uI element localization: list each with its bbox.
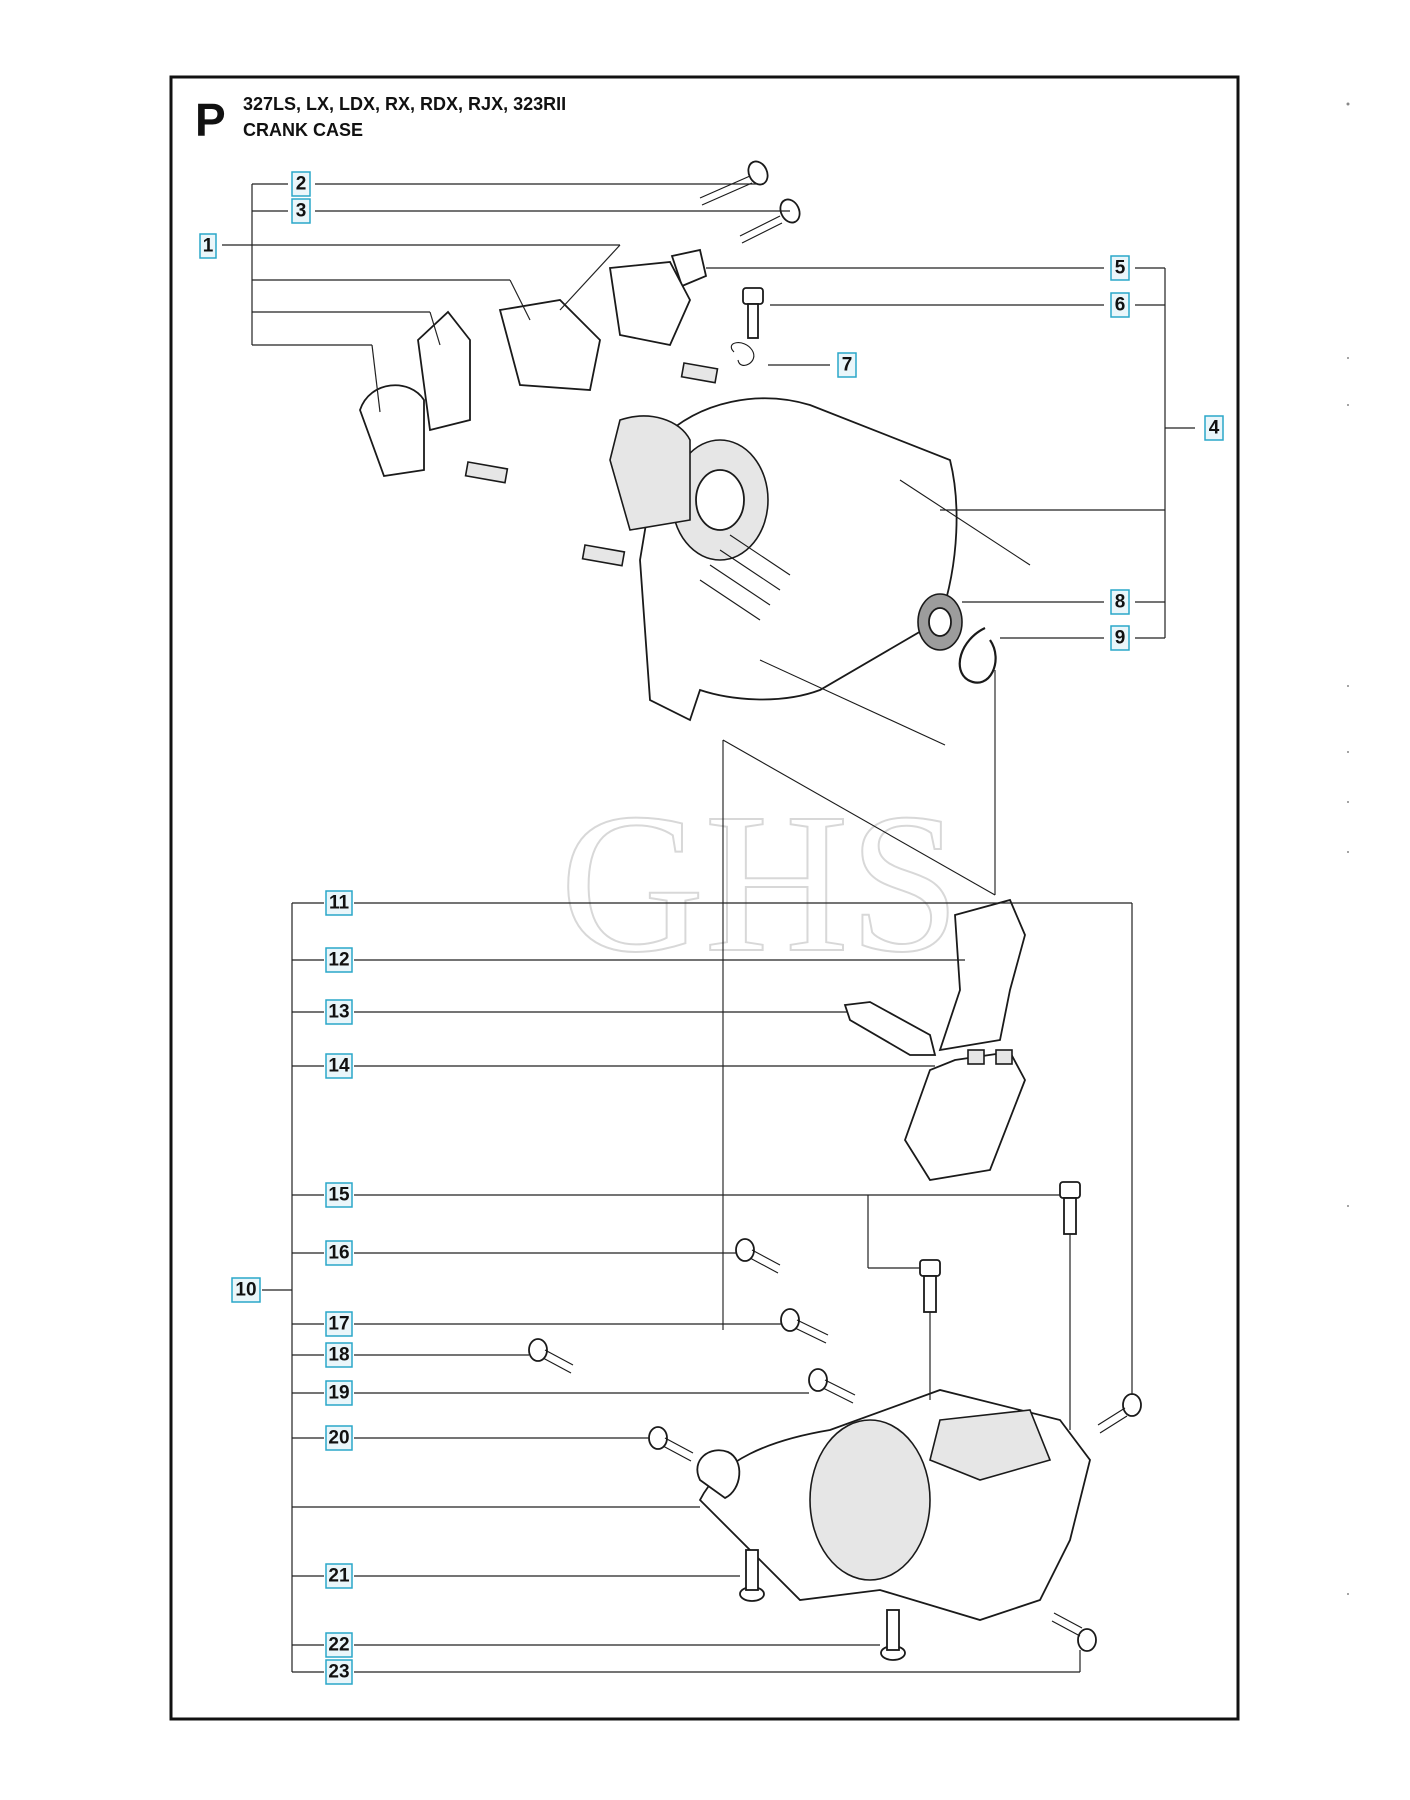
model-list: 327LS, LX, LDX, RX, RDX, RJX, 323RII — [243, 94, 566, 114]
svg-text:8: 8 — [1115, 592, 1126, 613]
svg-text:16: 16 — [328, 1243, 349, 1264]
svg-text:13: 13 — [328, 1002, 349, 1023]
leader-lines — [222, 183, 1195, 1673]
callout-11[interactable]: 11 — [325, 890, 353, 916]
callout-2[interactable]: 2 — [291, 171, 311, 197]
shell-14-drawing — [904, 1051, 1026, 1181]
callout-8[interactable]: 8 — [1110, 589, 1130, 615]
watermark-logo: GHS — [560, 773, 960, 994]
svg-text:22: 22 — [328, 1635, 349, 1656]
spring-7-drawing — [730, 342, 755, 366]
explosion-guide-lines — [722, 670, 996, 1330]
svg-text:20: 20 — [328, 1428, 349, 1449]
screw-22-drawing — [880, 1609, 906, 1661]
diagram-title: CRANK CASE — [243, 120, 363, 140]
callout-18[interactable]: 18 — [325, 1342, 353, 1368]
bearing-shell-left — [359, 384, 425, 477]
callout-20[interactable]: 20 — [325, 1425, 353, 1451]
bearing-housing-left — [417, 310, 471, 432]
svg-text:10: 10 — [235, 1280, 256, 1301]
crankcase-lower-bore — [809, 1419, 931, 1581]
svg-text:5: 5 — [1115, 258, 1126, 279]
bearing-cap-right — [608, 261, 691, 347]
svg-text:14: 14 — [328, 1056, 350, 1077]
screw-20-drawing — [648, 1426, 694, 1462]
svg-text:19: 19 — [328, 1383, 349, 1404]
svg-text:15: 15 — [328, 1185, 350, 1206]
callout-1[interactable]: 1 — [199, 233, 217, 259]
section-letter: P — [195, 94, 226, 146]
plate-12-drawing — [938, 898, 1026, 1052]
callout-5[interactable]: 5 — [1110, 255, 1130, 281]
svg-text:11: 11 — [329, 893, 350, 914]
crankcase-lower-port — [929, 1409, 1052, 1481]
callout-14[interactable]: 14 — [325, 1053, 353, 1079]
circlip-9-drawing — [958, 627, 997, 684]
callout-6[interactable]: 6 — [1110, 292, 1130, 318]
crankcase-fins — [699, 534, 791, 621]
screw-15-left-drawing — [919, 1259, 941, 1313]
callout-12[interactable]: 12 — [325, 947, 353, 973]
svg-text:7: 7 — [842, 355, 853, 376]
svg-text:3: 3 — [296, 201, 307, 222]
callout-15[interactable]: 15 — [325, 1182, 353, 1208]
cylinder-cover — [609, 415, 691, 531]
screw-16-drawing — [735, 1238, 781, 1274]
stud-upper — [680, 362, 719, 384]
callout-10[interactable]: 10 — [231, 1277, 261, 1303]
callout-23[interactable]: 23 — [325, 1659, 353, 1685]
screw-19-drawing — [808, 1368, 856, 1404]
svg-text:9: 9 — [1115, 628, 1126, 649]
svg-text:4: 4 — [1209, 418, 1220, 439]
gasket-13-drawing — [843, 1001, 937, 1056]
shell-14-tab-b — [995, 1049, 1013, 1065]
edge-marks — [1346, 102, 1350, 1595]
svg-text:2: 2 — [296, 174, 307, 195]
callout-16[interactable]: 16 — [325, 1240, 353, 1266]
svg-text:1: 1 — [203, 236, 214, 257]
stud-mid — [581, 544, 626, 567]
svg-text:12: 12 — [328, 950, 349, 971]
shell-14-tab-a — [967, 1049, 985, 1065]
upper-crankcase-assembly — [359, 160, 1031, 746]
stud-left — [464, 461, 509, 484]
diagram-frame — [169, 75, 1240, 1721]
callout-17[interactable]: 17 — [325, 1311, 353, 1337]
crankcase-lower-lug — [696, 1449, 741, 1500]
screw-6-drawing — [742, 287, 764, 339]
clip-5-drawing — [670, 248, 708, 288]
screw-18-drawing — [528, 1338, 574, 1374]
callout-22[interactable]: 22 — [325, 1632, 353, 1658]
screw-2-drawing — [699, 160, 769, 206]
screw-17-drawing — [780, 1308, 829, 1344]
callout-13[interactable]: 13 — [325, 999, 353, 1025]
crankcase-bore-inner — [695, 469, 745, 531]
screw-21-drawing — [739, 1549, 765, 1602]
bearing-cap-upper — [498, 299, 601, 391]
screw-23-drawing — [1051, 1612, 1097, 1652]
callout-21[interactable]: 21 — [325, 1563, 353, 1589]
bearing-8-drawing — [917, 593, 963, 651]
lower-crankcase-assembly — [528, 898, 1142, 1661]
svg-text:18: 18 — [328, 1345, 349, 1366]
svg-text:17: 17 — [328, 1314, 349, 1335]
screw-11-drawing — [1097, 1393, 1142, 1434]
callout-19[interactable]: 19 — [325, 1380, 353, 1406]
callout-3[interactable]: 3 — [291, 198, 311, 224]
callout-4[interactable]: 4 — [1204, 415, 1224, 441]
screw-3-drawing — [739, 198, 801, 244]
callout-7[interactable]: 7 — [837, 352, 857, 378]
screw-15-right-drawing — [1059, 1181, 1081, 1235]
svg-text:23: 23 — [328, 1662, 349, 1683]
svg-text:21: 21 — [328, 1566, 350, 1587]
svg-text:6: 6 — [1115, 295, 1126, 316]
callout-9[interactable]: 9 — [1110, 625, 1130, 651]
